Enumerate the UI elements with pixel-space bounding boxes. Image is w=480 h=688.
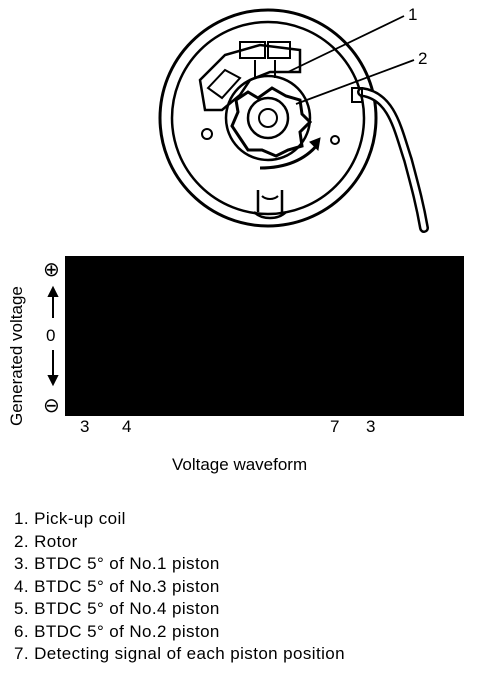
y-minus-symbol: ⊖ [43, 395, 60, 417]
legend-item: 1. Pick-up coil [14, 509, 126, 528]
y-axis-label: Generated voltage [7, 286, 26, 426]
waveform-grid [65, 256, 464, 416]
voltage-waveform [65, 289, 464, 382]
waveform-leaders [87, 317, 403, 413]
wave-label-5: 5 [208, 390, 217, 409]
legend-item: 2. Rotor [14, 531, 78, 551]
wave-label-3a: 3 [80, 417, 89, 436]
wave-label-6: 6 [276, 390, 285, 409]
wave-label-7: 7 [330, 417, 339, 436]
diagram-caption: Voltage waveform [172, 455, 307, 474]
legend-item: 4. BTDC 5° of No.3 piston [14, 576, 220, 596]
legend-item: 7. Detecting signal of each piston posit… [14, 644, 345, 663]
y-zero-label: 0 [46, 326, 55, 345]
distributor-illustration [158, 8, 429, 233]
legend-item: 5. BTDC 5° of No.4 piston [14, 599, 220, 618]
y-axis-arrows [47, 285, 59, 387]
legend-item: 3. BTDC 5° of No.1 piston [14, 554, 220, 573]
callout-2-label: 2 [418, 49, 427, 68]
y-plus-symbol: ⊕ [43, 259, 60, 281]
wave-label-3b: 3 [366, 417, 375, 436]
legend-list: 1. Pick-up coil 2. Rotor 3. BTDC 5° of N… [14, 508, 345, 666]
legend-item: 6. BTDC 5° of No.2 piston [14, 621, 220, 641]
wave-label-4: 4 [122, 417, 131, 436]
callout-1-label: 1 [408, 5, 417, 24]
